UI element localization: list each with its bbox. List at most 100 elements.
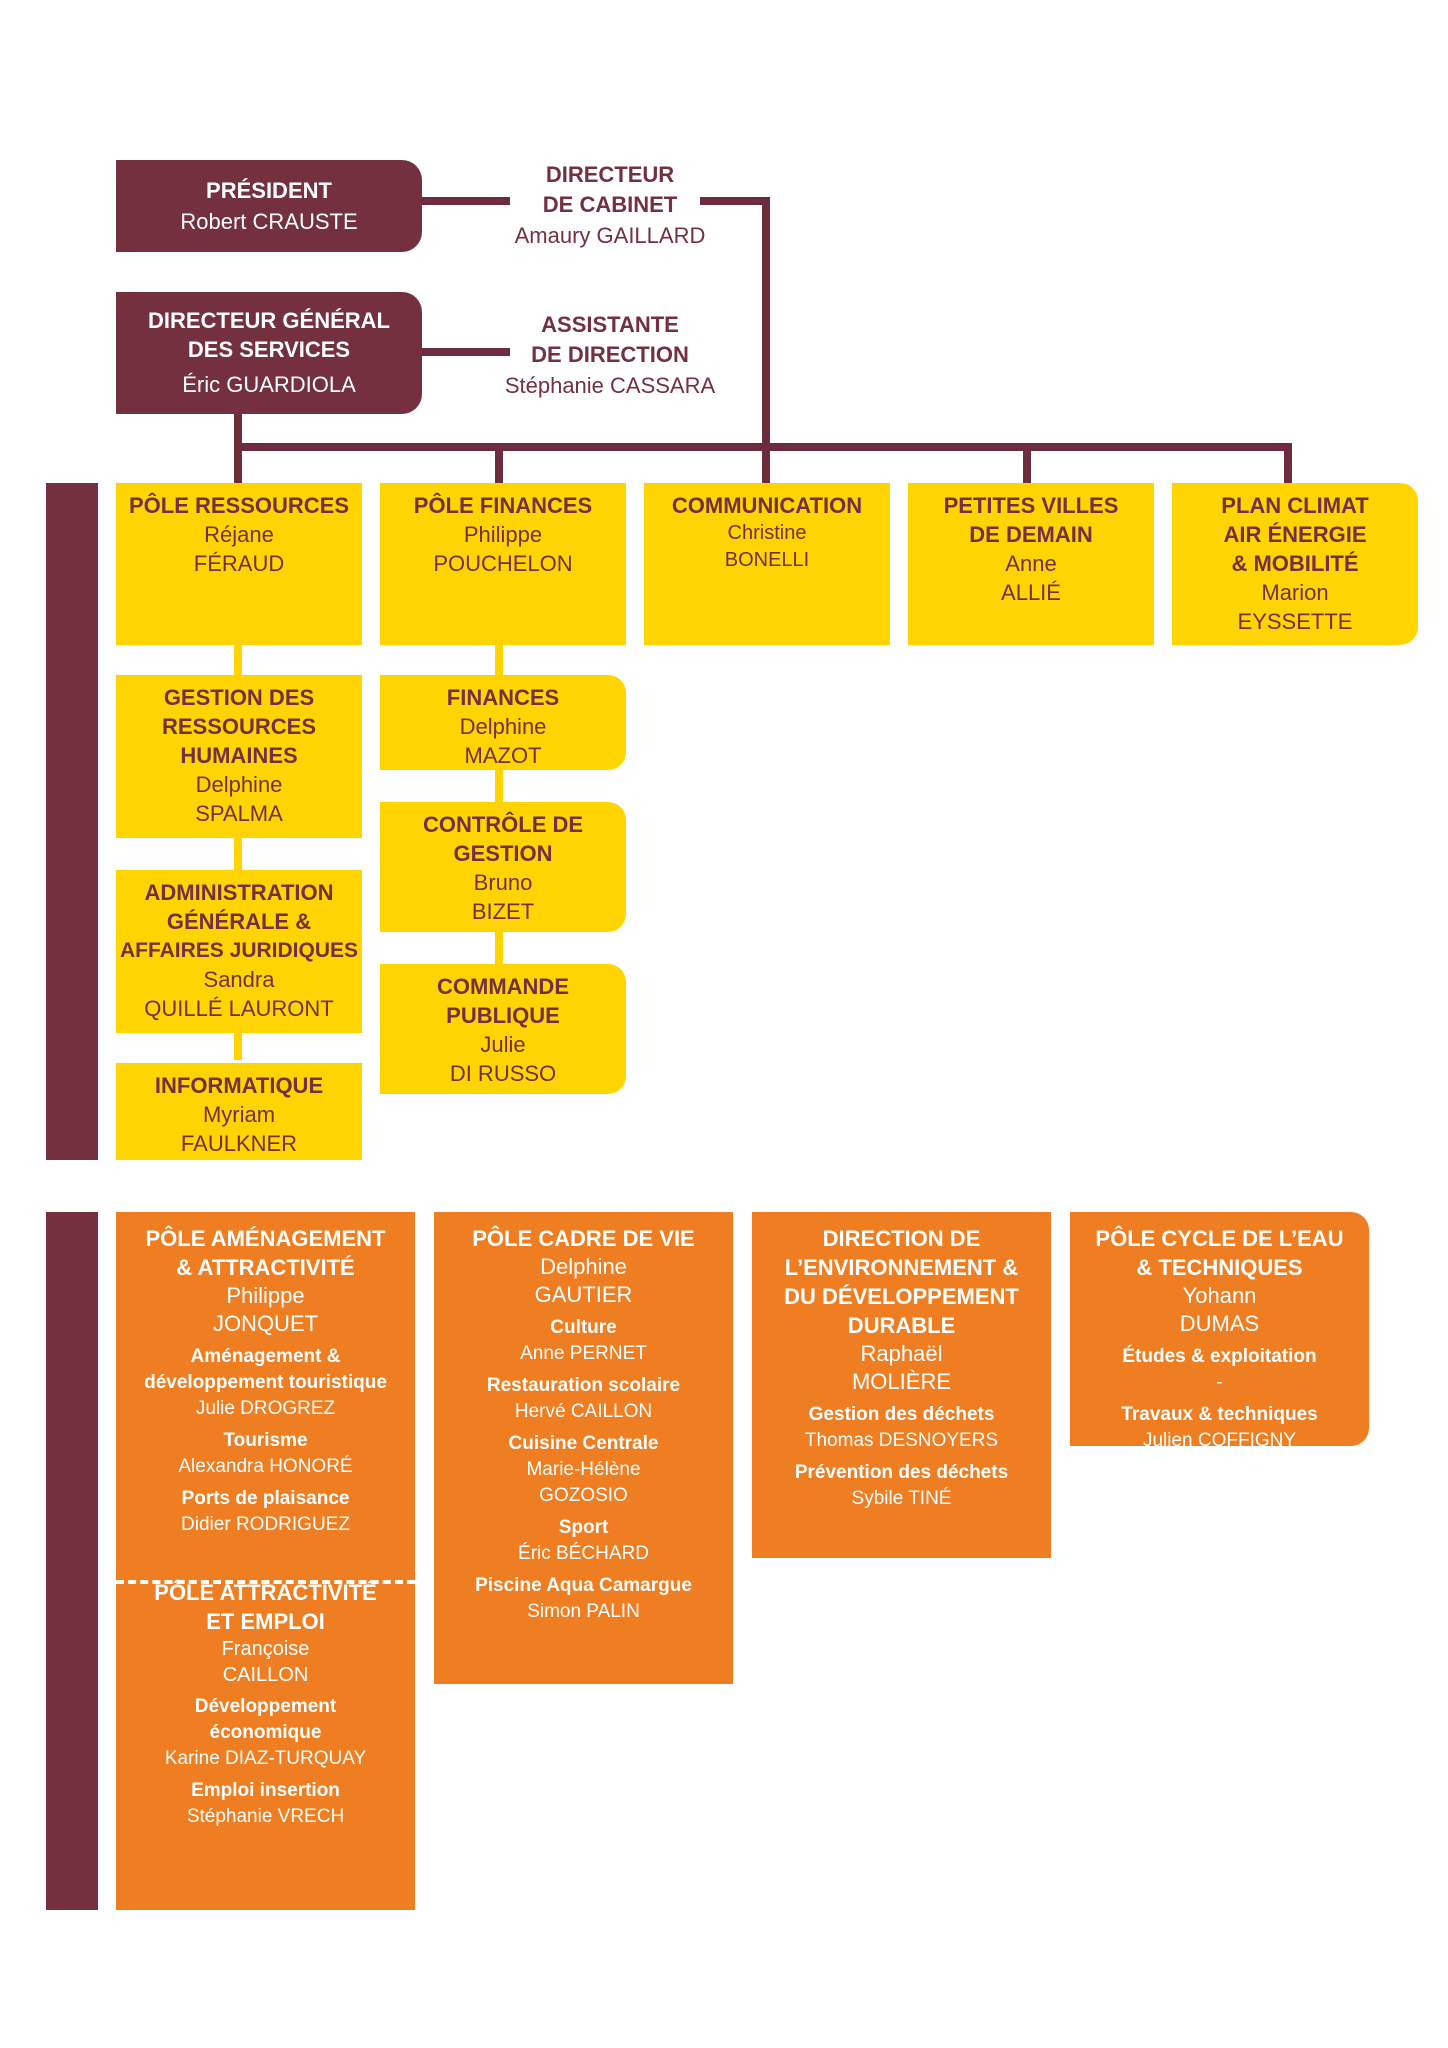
amenagement-s3-name: Didier RODRIGUEZ <box>181 1514 350 1535</box>
pole-cadre-vie-box: PÔLE CADRE DE VIE Delphine GAUTIER Cultu… <box>434 1212 733 1684</box>
commande-title-line2: PUBLIQUE <box>446 1003 560 1028</box>
amenagement-first: Philippe <box>226 1283 305 1308</box>
connector-dgs-assistante <box>422 348 510 356</box>
informatique-title: INFORMATIQUE <box>154 1073 324 1098</box>
amenagement-s2-name: Alexandra HONORÉ <box>178 1456 353 1477</box>
cadre-vie-s4-title: Sport <box>558 1517 609 1538</box>
assistante-name: Stéphanie CASSARA <box>504 373 716 398</box>
admin-title-line3: AFFAIRES JURIDIQUES <box>119 939 359 962</box>
attractivite-last: CAILLON <box>222 1664 309 1686</box>
assistante-title-line2: DE DIRECTION <box>531 342 689 367</box>
cabinet-box: DIRECTEUR DE CABINET Amaury GAILLARD <box>480 160 740 252</box>
cadre-vie-title: PÔLE CADRE DE VIE <box>472 1226 695 1251</box>
side-bar-supports <box>46 483 98 1160</box>
environnement-title-line2: L’ENVIRONNEMENT & <box>784 1255 1019 1280</box>
petites-villes-box: PETITES VILLES DE DEMAIN Anne ALLIÉ <box>908 483 1154 645</box>
eau-title-line2: & TECHNIQUES <box>1136 1255 1303 1280</box>
cadre-vie-s2-name: Hervé CAILLON <box>514 1401 653 1422</box>
environnement-s2-name: Sybile TINÉ <box>851 1488 952 1509</box>
petites-villes-title-line2: DE DEMAIN <box>969 522 1093 547</box>
commande-title-line1: COMMANDE <box>437 974 569 999</box>
pole-amenagement-box: PÔLE AMÉNAGEMENT & ATTRACTIVITÉ Philippe… <box>116 1212 415 1910</box>
controle-box: CONTRÔLE DE GESTION Bruno BIZET <box>380 802 626 932</box>
attractivite-s1-title-line1: Développement <box>194 1696 337 1717</box>
eau-s2-title: Travaux & techniques <box>1121 1404 1318 1425</box>
president-box: PRÉSIDENT Robert CRAUSTE <box>116 160 422 252</box>
connector-dgs-down <box>234 412 242 449</box>
cadre-vie-s1-title: Culture <box>550 1317 617 1338</box>
side-label-supports: Services supports <box>48 678 89 966</box>
connector-ressources-column <box>234 640 242 1060</box>
grh-title-line1: GESTION DES <box>163 685 315 710</box>
amenagement-s1-title-line2: développement touristique <box>144 1372 387 1393</box>
connector-cabinet-down <box>762 197 770 449</box>
connector-drop-4 <box>1023 443 1031 483</box>
dgs-title-line2: DES SERVICES <box>187 337 351 362</box>
cadre-vie-s3-name-line2: GOZOSIO <box>539 1485 628 1506</box>
pole-cycle-eau-box: PÔLE CYCLE DE L’EAU & TECHNIQUES Yohann … <box>1070 1212 1369 1451</box>
direction-environnement-box: DIRECTION DE L’ENVIRONNEMENT & DU DÉVELO… <box>752 1212 1051 1558</box>
environnement-first: Raphaël <box>860 1341 943 1366</box>
connector-cabinet-right <box>700 197 770 205</box>
environnement-s1-name: Thomas DESNOYERS <box>804 1430 999 1451</box>
petites-villes-first: Anne <box>1005 551 1057 576</box>
finances-box: FINANCES Delphine MAZOT <box>380 675 626 770</box>
attractivite-s1-name: Karine DIAZ-TURQUAY <box>164 1748 367 1769</box>
environnement-title-line4: DURABLE <box>847 1313 956 1338</box>
informatique-box: INFORMATIQUE Myriam FAULKNER <box>116 1063 362 1160</box>
communication-first: Christine <box>727 522 807 544</box>
environnement-last: MOLIÈRE <box>851 1369 952 1394</box>
pole-finances-last: POUCHELON <box>433 551 573 576</box>
environnement-title-line3: DU DÉVELOPPEMENT <box>784 1284 1019 1309</box>
side-bar-operationnels <box>46 1212 98 1910</box>
commande-last: DI RUSSO <box>449 1061 557 1086</box>
petites-villes-last: ALLIÉ <box>1001 580 1061 605</box>
grh-title-line2: RESSOURCES <box>161 714 317 739</box>
finances-last: MAZOT <box>464 743 542 768</box>
dashed-separator <box>116 1580 415 1584</box>
pole-ressources-first: Réjane <box>204 522 274 547</box>
controle-first: Bruno <box>473 870 533 895</box>
cadre-vie-s1-name: Anne PERNET <box>520 1343 647 1364</box>
admin-title-line1: ADMINISTRATION <box>144 880 334 905</box>
communication-box: COMMUNICATION Christine BONELLI <box>644 483 890 645</box>
plan-climat-box: PLAN CLIMAT AIR ÉNERGIE & MOBILITÉ Mario… <box>1172 483 1418 645</box>
admin-box: ADMINISTRATION GÉNÉRALE & AFFAIRES JURID… <box>116 870 362 1033</box>
environnement-s2-title: Prévention des déchets <box>794 1462 1009 1483</box>
environnement-s1-title: Gestion des déchets <box>808 1404 995 1425</box>
eau-s2-name: Julien COFFIGNY <box>1142 1430 1297 1451</box>
amenagement-s3-title: Ports de plaisance <box>181 1488 350 1509</box>
grh-first: Delphine <box>195 772 283 797</box>
attractivite-s2-title: Emploi insertion <box>191 1780 340 1801</box>
cabinet-name: Amaury GAILLARD <box>514 223 706 248</box>
controle-title-line2: GESTION <box>453 841 553 866</box>
side-label-operationnels: Services opérationnels <box>48 1339 89 1705</box>
eau-title-line1: PÔLE CYCLE DE L’EAU <box>1095 1226 1344 1251</box>
admin-last: QUILLÉ LAURONT <box>144 996 334 1021</box>
pole-ressources-title: PÔLE RESSOURCES <box>128 493 350 518</box>
attractivite-s1-title-line2: économique <box>209 1722 322 1743</box>
pole-ressources-last: FÉRAUD <box>193 551 285 576</box>
grh-last: SPALMA <box>195 801 283 826</box>
informatique-last: FAULKNER <box>180 1131 298 1156</box>
assistante-title-line1: ASSISTANTE <box>541 312 679 337</box>
grh-title-line3: HUMAINES <box>180 743 298 768</box>
connector-drop-3 <box>762 443 770 483</box>
commande-box: COMMANDE PUBLIQUE Julie DI RUSSO <box>380 964 626 1094</box>
amenagement-last: JONQUET <box>212 1311 319 1336</box>
connector-drop-2 <box>495 443 503 483</box>
connector-drop-1 <box>234 443 242 483</box>
cabinet-title-line2: DE CABINET <box>542 192 678 217</box>
cadre-vie-s5-name: Simon PALIN <box>527 1601 640 1622</box>
controle-last: BIZET <box>471 899 535 924</box>
cabinet-title-line1: DIRECTEUR <box>545 162 675 187</box>
environnement-title-line1: DIRECTION DE <box>822 1226 981 1251</box>
amenagement-title-line1: PÔLE AMÉNAGEMENT <box>145 1226 386 1251</box>
eau-separator: - <box>1216 1372 1223 1393</box>
pole-ressources-box: PÔLE RESSOURCES Réjane FÉRAUD <box>116 483 362 645</box>
dgs-title-line1: DIRECTEUR GÉNÉRAL <box>147 308 390 333</box>
finances-title: FINANCES <box>446 685 560 710</box>
cadre-vie-s5-title: Piscine Aqua Camargue <box>475 1575 692 1596</box>
cadre-vie-s3-title: Cuisine Centrale <box>508 1433 659 1454</box>
communication-last: BONELLI <box>724 549 810 571</box>
